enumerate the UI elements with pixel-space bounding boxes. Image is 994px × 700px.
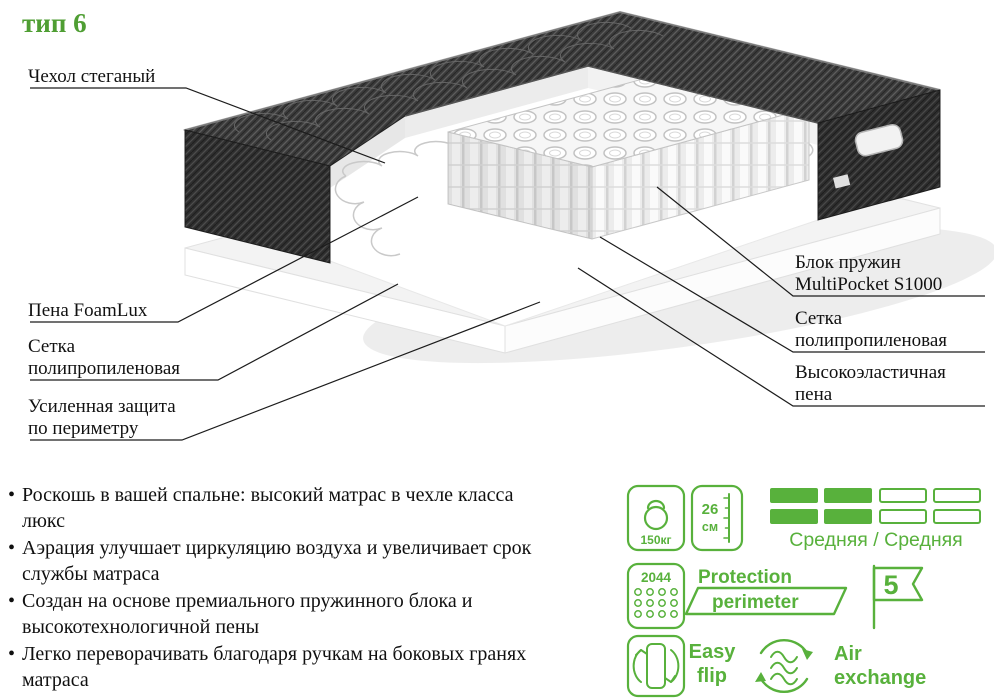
page-title: тип 6 [22,8,87,38]
feature-item: Легко переворачивать благодаря ручкам на… [8,641,548,693]
label-text: Усиленная защита [28,396,176,417]
protection-perimeter-icon [684,586,848,616]
label-cover: Чехол стеганый [28,66,155,88]
easy-flip-icon [626,634,686,698]
label-text: Сетка [28,336,76,357]
feature-text: Легко переворачивать благодаря ручкам на… [22,643,527,691]
air-exchange-icon [755,639,813,693]
label-mesh-right: Сетка полипропиленовая [795,308,947,352]
height-value: 26 [702,501,719,518]
feature-list: Роскошь в вашей спальне: высокий матрас … [8,482,548,694]
label-text: MultiPocket S1000 [795,274,943,295]
label-text: Высокоэластичная [795,362,946,383]
max-weight-value: 150кг [640,533,671,547]
leader-lines [30,87,985,441]
warranty-5-icon [872,564,924,630]
specs-icons: 150кг 26 см Средняя / Средняя [626,484,981,698]
feature-text: Аэрация улучшает циркуляцию воздуха и ув… [22,537,532,585]
label-text: пена [795,384,833,405]
height-unit: см [702,520,718,534]
feature-text: Создан на основе премиального пружинного… [22,590,473,638]
cover-stitch-lines [233,21,664,141]
label-text: полипропиленовая [795,330,948,351]
mattress-cutaway-diagram [30,10,994,441]
label-foam: Пена FoamLux [28,300,147,322]
air-exchange-label-2: exchange [834,667,926,689]
firmness-bars [770,488,981,524]
specs-panel: 150кг 26 см Средняя / Средняя [624,484,990,700]
feature-item: Создан на основе премиального пружинного… [8,588,548,640]
label-springs: Блок пружин MultiPocket S1000 [795,252,942,296]
warranty-years-value: 5 [883,570,898,600]
side-handle [832,123,904,189]
feature-item: Аэрация улучшает циркуляцию воздуха и ув… [8,535,548,587]
label-text: по периметру [28,418,139,439]
easy-flip-label-1: Easy [689,641,737,663]
label-text: Сетка [795,308,843,329]
label-text: Пена FoamLux [28,300,148,321]
easy-flip-label-2: flip [697,665,727,687]
label-perimeter: Усиленная защита по периметру [28,396,176,440]
weight-icon [626,484,686,552]
label-text: Чехол стеганый [28,66,156,87]
protection-label-1: Protection [698,567,792,588]
label-text: полипропиленовая [28,358,181,379]
air-exchange-label-1: Air [834,643,862,665]
firmness-value: Средняя / Средняя [789,529,962,551]
springs-count-value: 2044 [641,570,672,585]
height-icon [690,484,744,552]
label-elastic-foam: Высокоэластичная пена [795,362,946,406]
feature-text: Роскошь в вашей спальне: высокий матрас … [22,484,514,532]
springs-count-icon [626,562,686,630]
protection-label-2: perimeter [712,592,799,613]
quilted-cover [183,10,941,264]
label-text: Блок пружин [795,252,901,273]
feature-item: Роскошь в вашей спальне: высокий матрас … [8,482,548,534]
label-mesh-left: Сетка полипропиленовая [28,336,180,380]
